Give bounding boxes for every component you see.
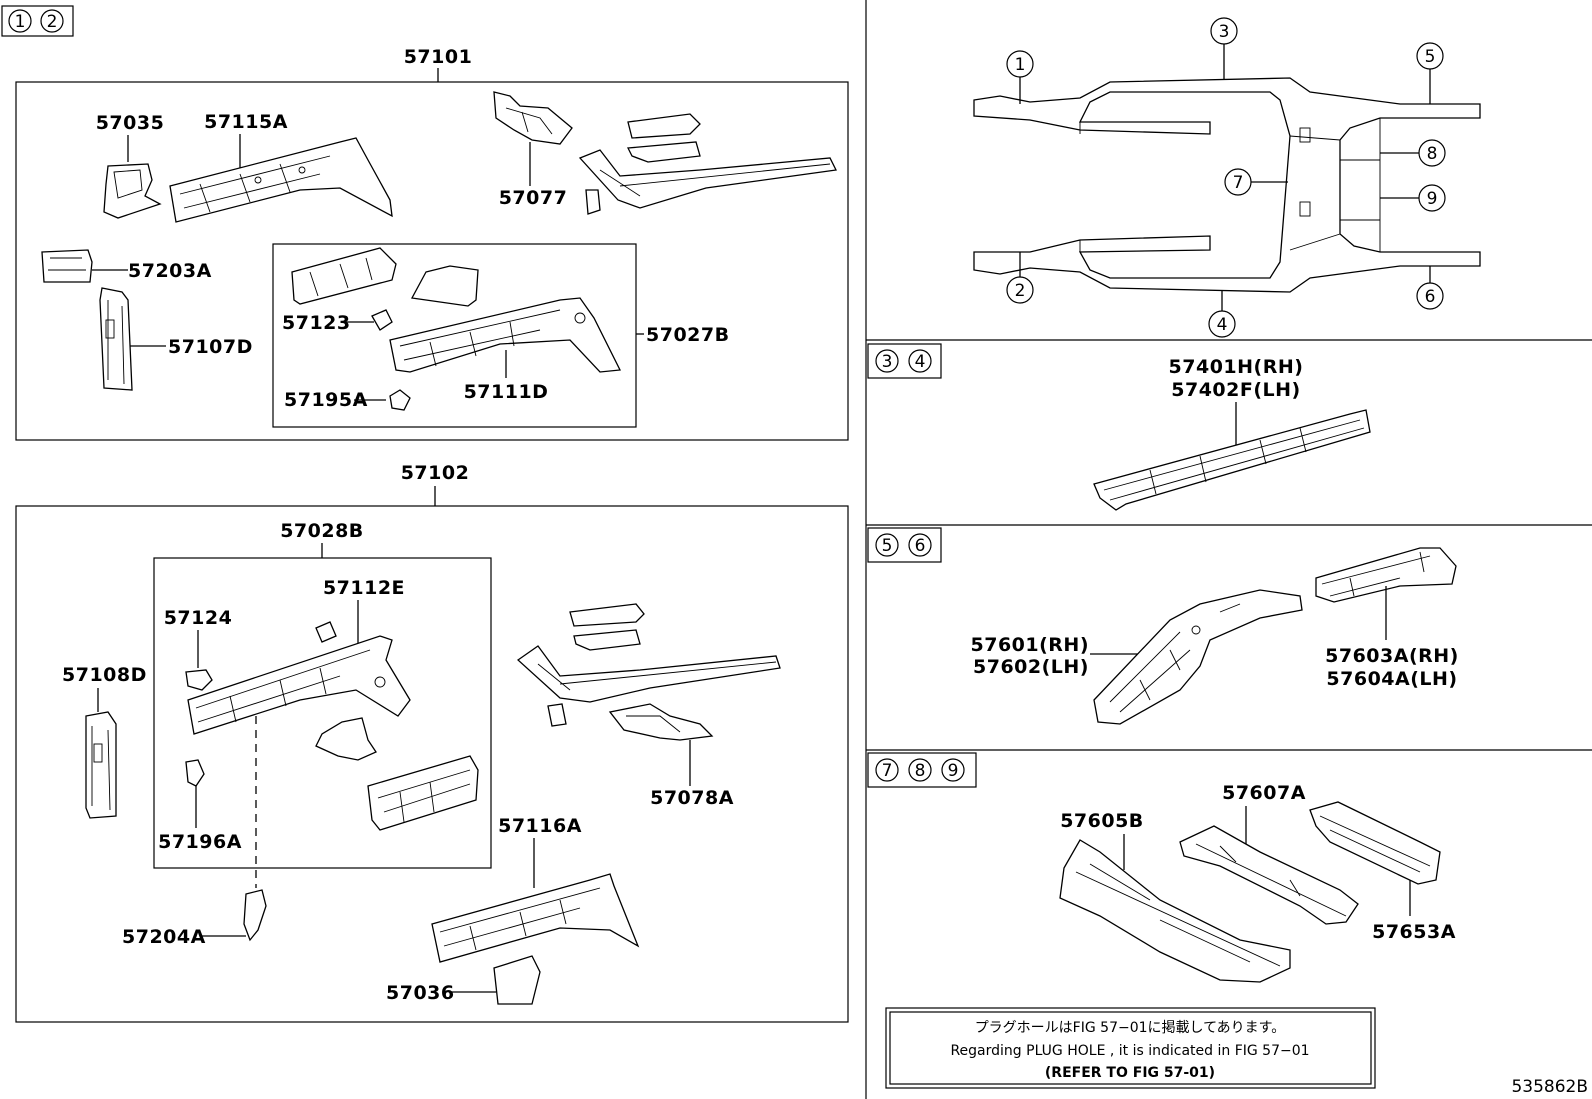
callout-1: 1 bbox=[1015, 55, 1026, 75]
sill-drawing-bottom bbox=[516, 603, 781, 741]
section-label-56: 5 6 bbox=[867, 527, 942, 563]
note-english: Regarding PLUG HOLE , it is indicated in… bbox=[950, 1043, 1309, 1059]
section-circle: 2 bbox=[47, 12, 58, 32]
part-57115A[interactable]: 57115A bbox=[204, 111, 288, 133]
clip-57123-drawing bbox=[371, 309, 393, 331]
pillar-57108D-drawing bbox=[85, 711, 117, 819]
crossmember-57607A-drawing bbox=[1179, 825, 1359, 925]
callout-8: 8 bbox=[1427, 144, 1438, 164]
clip-57195A-drawing bbox=[389, 389, 411, 411]
section-circle: 1 bbox=[15, 12, 26, 32]
assembly-box-57027B bbox=[272, 243, 637, 428]
part-57601[interactable]: 57601(RH) bbox=[971, 634, 1090, 656]
section-circle: 7 bbox=[882, 761, 893, 781]
bracket-57112-sub-drawing bbox=[315, 717, 479, 831]
rail-57112E-drawing bbox=[187, 621, 411, 735]
part-57402F[interactable]: 57402F(LH) bbox=[1171, 379, 1300, 401]
rear-rail-57603A-drawing bbox=[1315, 547, 1457, 603]
rail-57116A-drawing bbox=[431, 873, 640, 1005]
part-57603A[interactable]: 57603A(RH) bbox=[1325, 645, 1459, 667]
callout-9: 9 bbox=[1427, 189, 1438, 209]
section-circle: 4 bbox=[915, 352, 926, 372]
overview-callouts: 1 2 3 4 5 6 7 8 9 bbox=[1006, 17, 1446, 338]
part-57107D[interactable]: 57107D bbox=[168, 336, 253, 358]
panel-drawing-57027B bbox=[291, 247, 479, 307]
pillar-57107D-drawing bbox=[99, 287, 133, 391]
part-57123[interactable]: 57123 bbox=[282, 312, 351, 334]
bracket-57035-drawing bbox=[103, 163, 162, 219]
assembly-box-57102 bbox=[15, 505, 849, 1023]
part-57078A[interactable]: 57078A bbox=[650, 787, 734, 809]
figure-id: 535862B bbox=[1511, 1077, 1588, 1097]
section-label-34: 3 4 bbox=[867, 343, 942, 379]
part-57203A[interactable]: 57203A bbox=[128, 260, 212, 282]
part-57605B[interactable]: 57605B bbox=[1060, 810, 1144, 832]
bracket-57204A-drawing bbox=[243, 889, 267, 942]
part-57204A[interactable]: 57204A bbox=[122, 926, 206, 948]
callout-3: 3 bbox=[1219, 22, 1230, 42]
part-57607A[interactable]: 57607A bbox=[1222, 782, 1306, 804]
clip-57196A-drawing bbox=[185, 759, 205, 787]
part-57112E[interactable]: 57112E bbox=[323, 577, 405, 599]
part-57027B[interactable]: 57027B bbox=[646, 324, 730, 346]
part-57102[interactable]: 57102 bbox=[401, 462, 470, 484]
section-circle: 6 bbox=[915, 536, 926, 556]
section-circle: 3 bbox=[882, 352, 893, 372]
floor-57605B-drawing bbox=[1059, 839, 1291, 983]
part-57196A[interactable]: 57196A bbox=[158, 831, 242, 853]
part-57035[interactable]: 57035 bbox=[96, 112, 165, 134]
part-57124[interactable]: 57124 bbox=[164, 607, 233, 629]
rear-rail-57601-drawing bbox=[1093, 589, 1303, 725]
part-57401H[interactable]: 57401H(RH) bbox=[1169, 356, 1304, 378]
section-label-789: 7 8 9 bbox=[867, 752, 977, 788]
section-circle: 8 bbox=[915, 761, 926, 781]
section-circle: 9 bbox=[948, 761, 959, 781]
part-57653A[interactable]: 57653A bbox=[1372, 921, 1456, 943]
rail-57115A-drawing bbox=[169, 137, 393, 223]
rocker-57401-drawing bbox=[1093, 409, 1371, 511]
part-57036[interactable]: 57036 bbox=[386, 982, 455, 1004]
part-57028B[interactable]: 57028B bbox=[280, 520, 364, 542]
crossmember-57653A-drawing bbox=[1309, 801, 1441, 885]
note-reference[interactable]: (REFER TO FIG 57-01) bbox=[1045, 1065, 1215, 1081]
part-57116A[interactable]: 57116A bbox=[498, 815, 582, 837]
part-57604A[interactable]: 57604A(LH) bbox=[1326, 668, 1457, 690]
section-label-12: 1 2 bbox=[1, 5, 74, 37]
rail-57111D-drawing bbox=[389, 297, 622, 373]
bracket-57203A-drawing bbox=[41, 249, 93, 283]
callout-2: 2 bbox=[1015, 281, 1026, 301]
sill-drawing-top bbox=[578, 113, 837, 215]
callout-7: 7 bbox=[1233, 173, 1244, 193]
floor-overview-drawing bbox=[973, 77, 1481, 293]
note-japanese: プラグホールはFIG 57−01に掲載してあります。 bbox=[975, 1020, 1286, 1036]
callout-5: 5 bbox=[1425, 47, 1436, 67]
assembly-box-57101 bbox=[15, 81, 849, 441]
callout-6: 6 bbox=[1425, 287, 1436, 307]
part-57108D[interactable]: 57108D bbox=[62, 664, 147, 686]
bracket-57077-drawing bbox=[493, 91, 573, 145]
part-57111D[interactable]: 57111D bbox=[464, 381, 549, 403]
part-57077[interactable]: 57077 bbox=[499, 187, 568, 209]
clip-57124-drawing bbox=[185, 669, 213, 691]
plug-hole-note: プラグホールはFIG 57−01に掲載してあります。 Regarding PLU… bbox=[885, 1007, 1376, 1089]
part-57195A[interactable]: 57195A bbox=[284, 389, 368, 411]
part-57602[interactable]: 57602(LH) bbox=[973, 656, 1089, 678]
callout-4: 4 bbox=[1217, 315, 1228, 335]
assembly-box-57028B bbox=[153, 557, 492, 869]
part-57101[interactable]: 57101 bbox=[404, 46, 473, 68]
section-circle: 5 bbox=[882, 536, 893, 556]
